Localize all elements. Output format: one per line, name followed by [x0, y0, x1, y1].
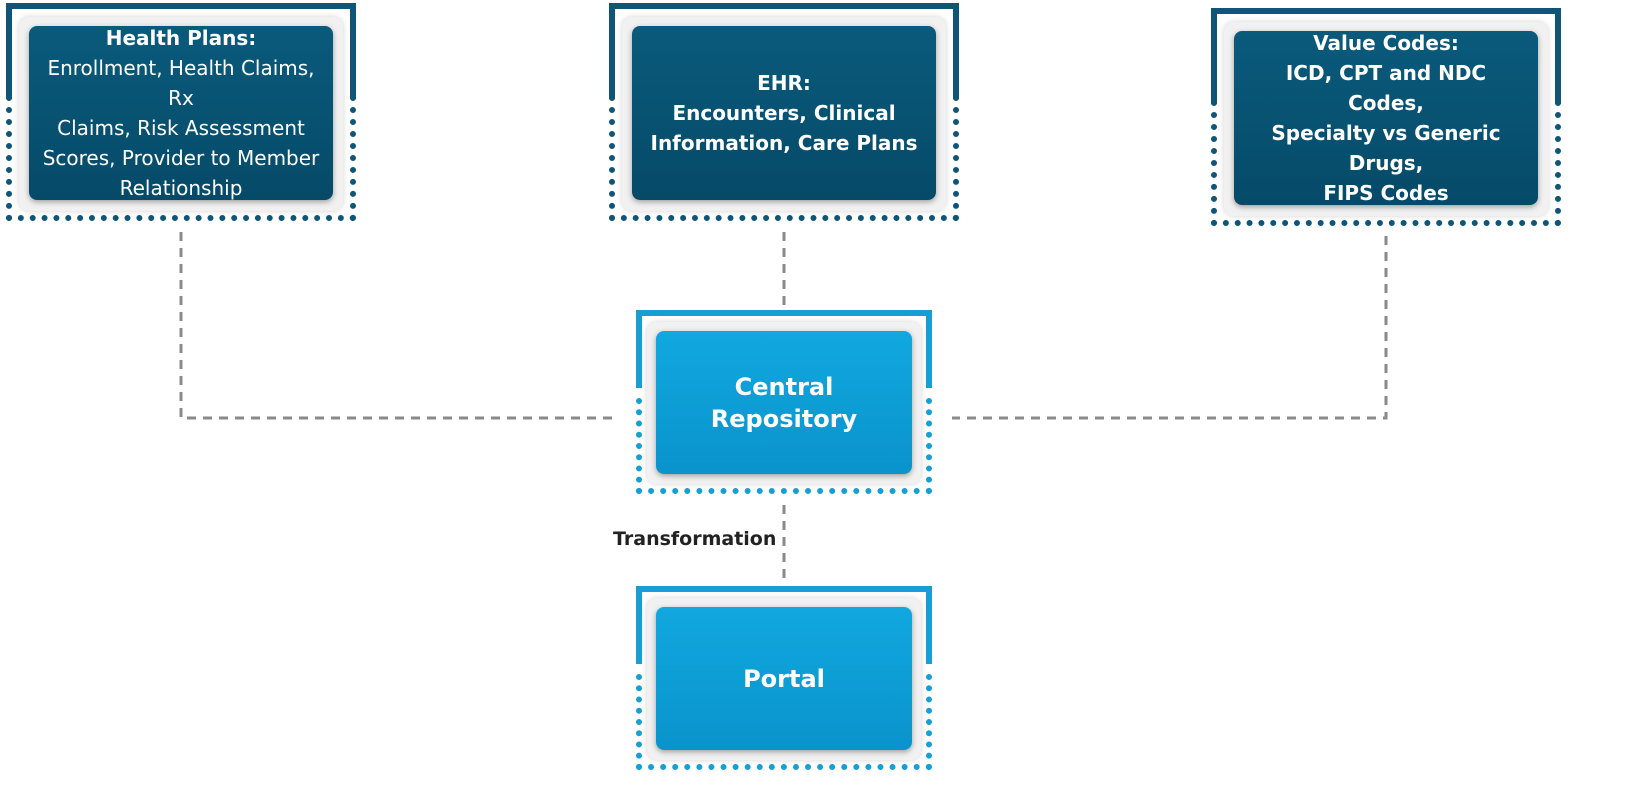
value-codes-node: Value Codes: ICD, CPT and NDC Codes, Spe… — [1211, 8, 1561, 226]
health-plans-line-3: Scores, Provider to Member — [42, 146, 320, 170]
central-repository-title-line-1: Central — [734, 372, 834, 401]
health-plans-line-2: Claims, Risk Assessment — [57, 116, 305, 140]
value-codes-line-3: FIPS Codes — [1323, 181, 1449, 205]
transformation-label: Transformation — [613, 528, 777, 550]
central-repository-box: Central Repository — [656, 331, 912, 474]
portal-box: Portal — [656, 607, 912, 750]
ehr-line-1: Encounters, Clinical — [672, 101, 896, 125]
value-codes-title: Value Codes: — [1313, 31, 1459, 55]
central-repository-node: Central Repository — [636, 310, 932, 494]
portal-title: Portal — [743, 664, 825, 693]
ehr-node: EHR: Encounters, Clinical Information, C… — [609, 3, 959, 221]
central-repository-title-line-2: Repository — [710, 404, 858, 433]
edge-health-plans-to-central-repository — [179, 232, 618, 420]
edge-value-codes-to-central-repository — [952, 236, 1388, 420]
value-codes-box: Value Codes: ICD, CPT and NDC Codes, Spe… — [1234, 31, 1538, 205]
health-plans-line-1: Enrollment, Health Claims, Rx — [47, 56, 315, 110]
portal-node: Portal — [636, 586, 932, 770]
health-plans-box: Health Plans: Enrollment, Health Claims,… — [29, 26, 333, 200]
health-plans-title: Health Plans: — [105, 26, 257, 50]
ehr-line-2: Information, Care Plans — [650, 131, 918, 155]
health-plans-line-4: Relationship — [119, 176, 243, 200]
health-plans-node: Health Plans: Enrollment, Health Claims,… — [6, 3, 356, 221]
ehr-title: EHR: — [757, 71, 811, 95]
ehr-box: EHR: Encounters, Clinical Information, C… — [632, 26, 936, 200]
value-codes-line-1: ICD, CPT and NDC Codes, — [1285, 61, 1487, 115]
value-codes-line-2: Specialty vs Generic Drugs, — [1271, 121, 1501, 175]
